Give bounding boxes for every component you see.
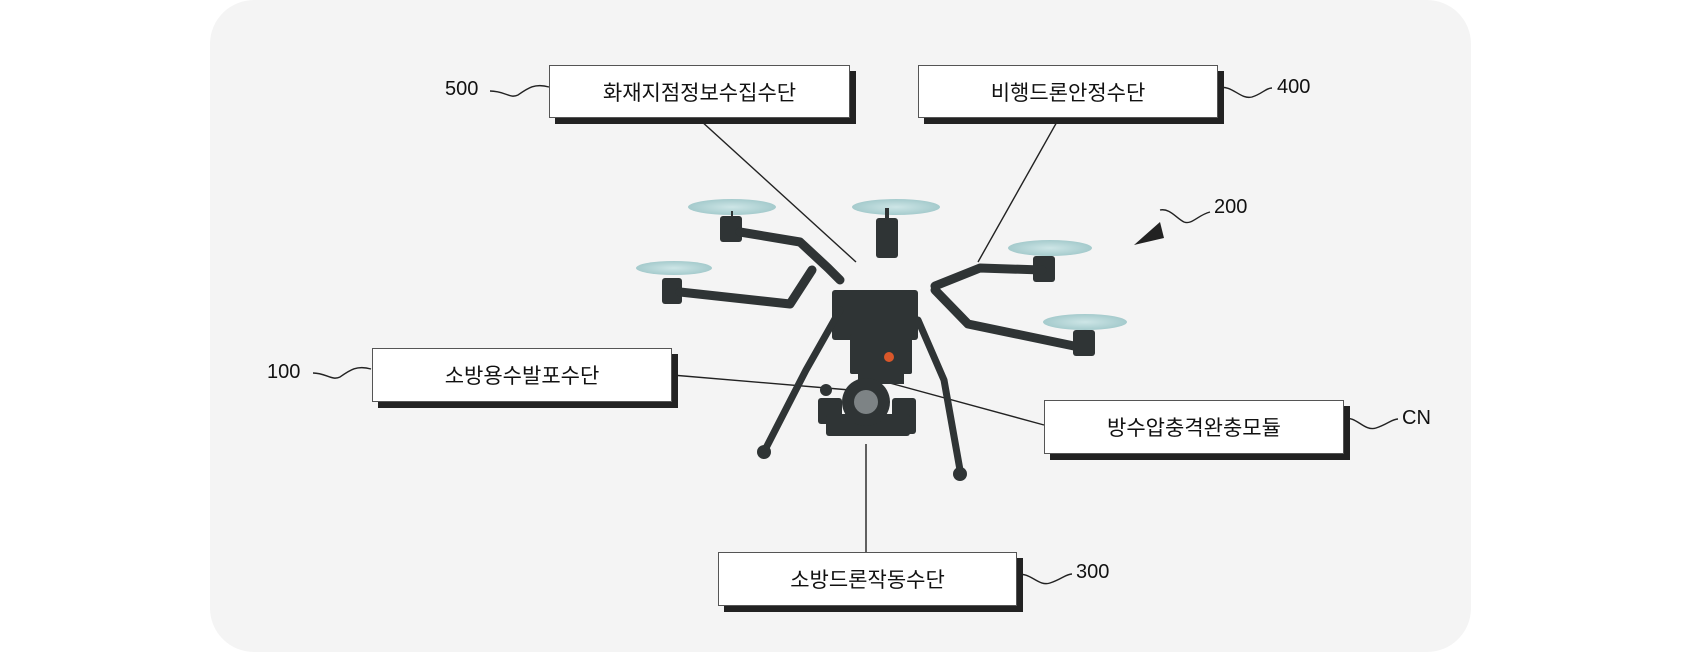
squiggle-500	[489, 84, 550, 97]
label-flight-stability: 비행드론안정수단	[918, 65, 1218, 118]
label-text: 화재지점정보수집수단	[602, 80, 797, 105]
leader-line-cn	[863, 375, 1045, 426]
label-drone-actuation: 소방드론작동수단	[718, 552, 1017, 606]
drone-body	[832, 290, 918, 340]
label-text: 소방드론작동수단	[790, 568, 945, 592]
motor	[876, 218, 898, 258]
leader-line-500	[699, 119, 857, 263]
propeller-right	[1008, 240, 1092, 256]
propeller-back-center	[852, 199, 940, 215]
ref-300: 300	[1076, 561, 1110, 583]
ref-100: 100	[267, 361, 301, 383]
leader-line-400	[977, 119, 1059, 263]
arm-back-left	[735, 227, 845, 285]
leader-line-100	[671, 374, 851, 391]
ref-200: 200	[1214, 196, 1248, 218]
motor	[720, 216, 742, 242]
squiggle-400	[1217, 86, 1273, 99]
label-text: 비행드론안정수단	[990, 80, 1146, 105]
leg-left	[762, 306, 844, 452]
label-text: 방수압충격완충모듈	[1107, 416, 1281, 440]
squiggle-200	[1159, 209, 1211, 224]
label-fire-info-collection: 화재지점정보수집수단	[549, 65, 850, 118]
indicator-light	[884, 352, 894, 362]
arm-front-right	[930, 285, 1079, 351]
motor	[662, 278, 682, 304]
propeller-left	[636, 261, 712, 275]
camera-lens	[854, 390, 878, 414]
motor	[1073, 330, 1095, 356]
leg-right	[914, 316, 964, 474]
drone	[636, 199, 1127, 481]
ref-400: 400	[1277, 76, 1311, 98]
ref-squiggles	[312, 84, 1399, 585]
label-text: 소방용수발포수단	[444, 364, 600, 388]
squiggle-cn	[1343, 417, 1399, 430]
arm-right	[930, 263, 1047, 291]
label-pressure-buffer-module: 방수압충격완충모듈	[1044, 400, 1344, 454]
squiggle-300	[1016, 573, 1073, 585]
label-water-spray: 소방용수발포수단	[372, 348, 672, 402]
propeller-back-left	[688, 199, 776, 215]
ref-cn: CN	[1402, 407, 1431, 429]
leader-lines	[671, 119, 1059, 552]
arrow-200	[1134, 222, 1164, 245]
ref-500: 500	[445, 78, 479, 100]
squiggle-100	[312, 366, 372, 379]
propeller-front-right	[1043, 314, 1127, 330]
